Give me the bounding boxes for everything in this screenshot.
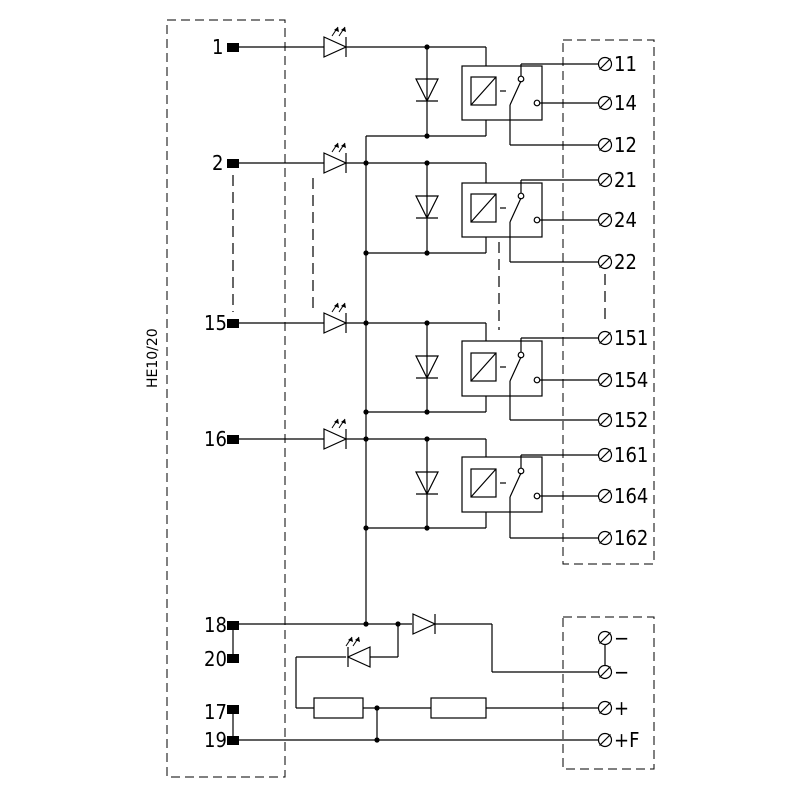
terminal-label-minus-2: − xyxy=(614,660,629,684)
pin-label-16: 16 xyxy=(204,427,227,451)
pin-16 xyxy=(227,435,239,444)
terminal-162-icon xyxy=(597,530,613,546)
terminal-14-icon xyxy=(597,95,613,111)
terminal-minus-2-icon xyxy=(597,664,613,680)
led-icon xyxy=(323,312,347,334)
relay-coil-icon xyxy=(470,193,497,223)
pin-label-1: 1 xyxy=(212,35,223,59)
module-box xyxy=(166,19,286,778)
pin-17 xyxy=(227,705,239,714)
pin-label-15: 15 xyxy=(204,311,227,335)
terminal-label-minus-1: − xyxy=(614,626,629,650)
pin-label-20: 20 xyxy=(204,647,227,671)
relay-coil-icon xyxy=(470,76,497,106)
led-arrows-icon xyxy=(345,636,361,647)
terminal-152-icon xyxy=(597,412,613,428)
pin-2 xyxy=(227,159,239,168)
terminal-label-24: 24 xyxy=(614,208,637,232)
led-icon xyxy=(323,36,347,58)
terminal-24-icon xyxy=(597,212,613,228)
pin-19 xyxy=(227,736,239,745)
relay-coil-icon xyxy=(470,468,497,498)
relay-housing xyxy=(461,65,543,121)
terminal-21-icon xyxy=(597,172,613,188)
led-arrows-icon xyxy=(331,302,347,313)
power-terminal-box xyxy=(562,616,655,770)
terminal-plus-icon xyxy=(597,700,613,716)
pin-15 xyxy=(227,319,239,328)
terminal-label-161: 161 xyxy=(614,443,648,467)
led-arrows-icon xyxy=(331,418,347,429)
junction-dots xyxy=(363,44,430,743)
pin-1 xyxy=(227,43,239,52)
terminal-minus-1-icon xyxy=(597,630,613,646)
led-arrows-icon xyxy=(331,142,347,153)
pin-20 xyxy=(227,654,239,663)
resistor-icon xyxy=(313,697,364,719)
terminal-label-151: 151 xyxy=(614,326,648,350)
terminal-label-12: 12 xyxy=(614,133,637,157)
led-icon xyxy=(323,428,347,450)
relay-coil-icon xyxy=(470,352,497,382)
terminal-label-164: 164 xyxy=(614,484,648,508)
channel-15: 15 151 154 152 xyxy=(204,302,648,432)
terminal-161-icon xyxy=(597,447,613,463)
pin-label-19: 19 xyxy=(204,728,227,752)
terminal-label-plus-f: +F xyxy=(614,728,639,752)
power-led-icon xyxy=(347,646,371,668)
terminal-11-icon xyxy=(597,56,613,72)
terminal-164-icon xyxy=(597,488,613,504)
relay-terminal-box xyxy=(562,39,655,565)
relay-housing xyxy=(461,182,543,238)
terminal-label-154: 154 xyxy=(614,368,648,392)
terminal-151-icon xyxy=(597,330,613,346)
protection-diode-icon xyxy=(412,613,436,635)
channel-2: 2 21 24 22 xyxy=(212,142,637,274)
terminal-plus-f-icon xyxy=(597,732,613,748)
pin-label-18: 18 xyxy=(204,613,227,637)
fuse-icon xyxy=(430,697,487,719)
pin-label-2: 2 xyxy=(212,151,223,175)
power-section: 18 20 17 19 xyxy=(204,613,639,752)
terminal-label-11: 11 xyxy=(614,52,637,76)
terminal-154-icon xyxy=(597,372,613,388)
channel-16: 16 161 164 162 xyxy=(204,418,648,550)
module-label: HE10/20 xyxy=(145,328,161,388)
terminal-label-162: 162 xyxy=(614,526,648,550)
terminal-12-icon xyxy=(597,137,613,153)
led-icon xyxy=(323,152,347,174)
terminal-label-21: 21 xyxy=(614,168,637,192)
terminal-label-plus: + xyxy=(614,696,629,720)
pin-18 xyxy=(227,621,239,630)
relay-housing xyxy=(461,456,543,513)
pin-label-17: 17 xyxy=(204,700,227,724)
terminal-label-22: 22 xyxy=(614,250,637,274)
terminal-label-14: 14 xyxy=(614,91,637,115)
terminal-label-152: 152 xyxy=(614,408,648,432)
led-arrows-icon xyxy=(331,26,347,37)
terminal-22-icon xyxy=(597,254,613,270)
relay-housing xyxy=(461,340,543,397)
channel-1: 1 11 14 12 xyxy=(212,26,637,157)
